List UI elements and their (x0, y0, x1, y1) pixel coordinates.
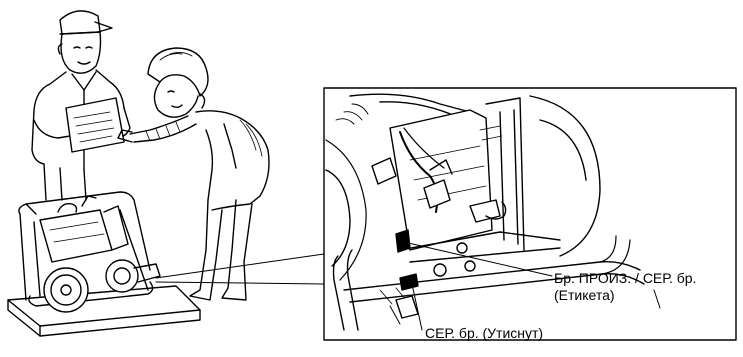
mechanic-with-cap-figure (32, 11, 130, 200)
mechanic-in-overalls-figure (118, 48, 269, 300)
serial-number-label-line1: Бр. ПРОИЗ. / СЕР. бр. (554, 270, 696, 287)
serial-number-label-line2: (Етикета) (554, 287, 615, 304)
zoom-leader-lines (156, 254, 324, 284)
frame-serial-label: СЕР. бр. (Утиснут) (425, 325, 543, 342)
water-pump-small (8, 192, 200, 336)
detail-callout-box (324, 88, 736, 340)
